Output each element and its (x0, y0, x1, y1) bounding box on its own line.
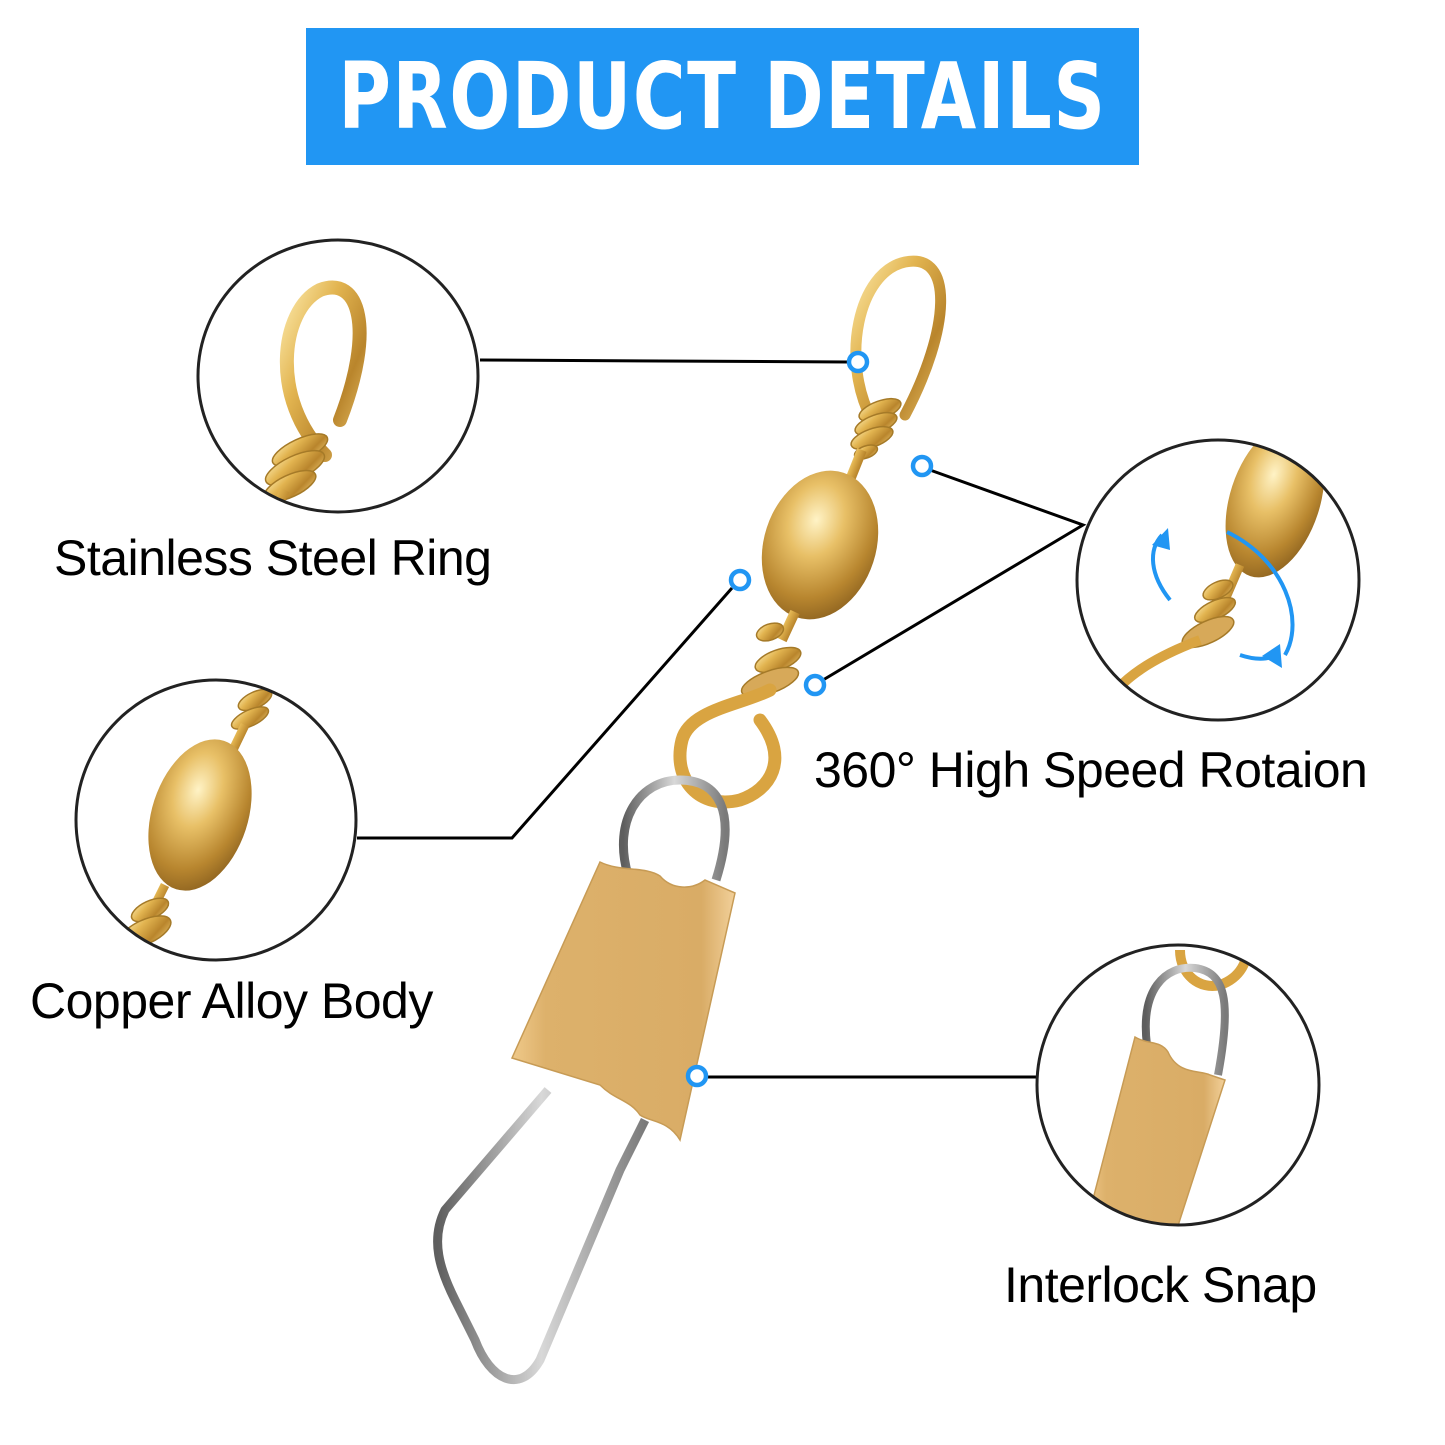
feature-label-stainless-steel-ring: Stainless Steel Ring (54, 530, 492, 586)
leader-line-ring (479, 358, 849, 364)
leader-lines (357, 358, 1087, 1079)
callout-dot-rotation-bottom[interactable] (803, 673, 827, 697)
barrel-body-closeup-icon (74, 678, 358, 962)
callout-dot-rotation-top[interactable] (910, 454, 934, 478)
leader-line-body (357, 587, 734, 840)
feature-label-copper-alloy-body: Copper Alloy Body (30, 973, 433, 1029)
callout-dot-body[interactable] (728, 568, 752, 592)
callout-dot-snap[interactable] (685, 1064, 709, 1088)
product-details-banner: PRODUCT DETAILS (306, 28, 1139, 165)
ring-eye-closeup-icon (196, 238, 480, 514)
interlock-snap-closeup-icon (1035, 943, 1321, 1227)
rotation-arrows-closeup-icon (1075, 438, 1361, 722)
swivel-product-illustration (433, 255, 947, 1385)
banner-title: PRODUCT DETAILS (338, 42, 1107, 150)
feature-label-rotation: 360° High Speed Rotaion (814, 742, 1368, 798)
feature-label-interlock-snap: Interlock Snap (1004, 1257, 1317, 1313)
callout-dot-ring[interactable] (846, 350, 870, 374)
leader-line-rotation (822, 468, 1087, 682)
